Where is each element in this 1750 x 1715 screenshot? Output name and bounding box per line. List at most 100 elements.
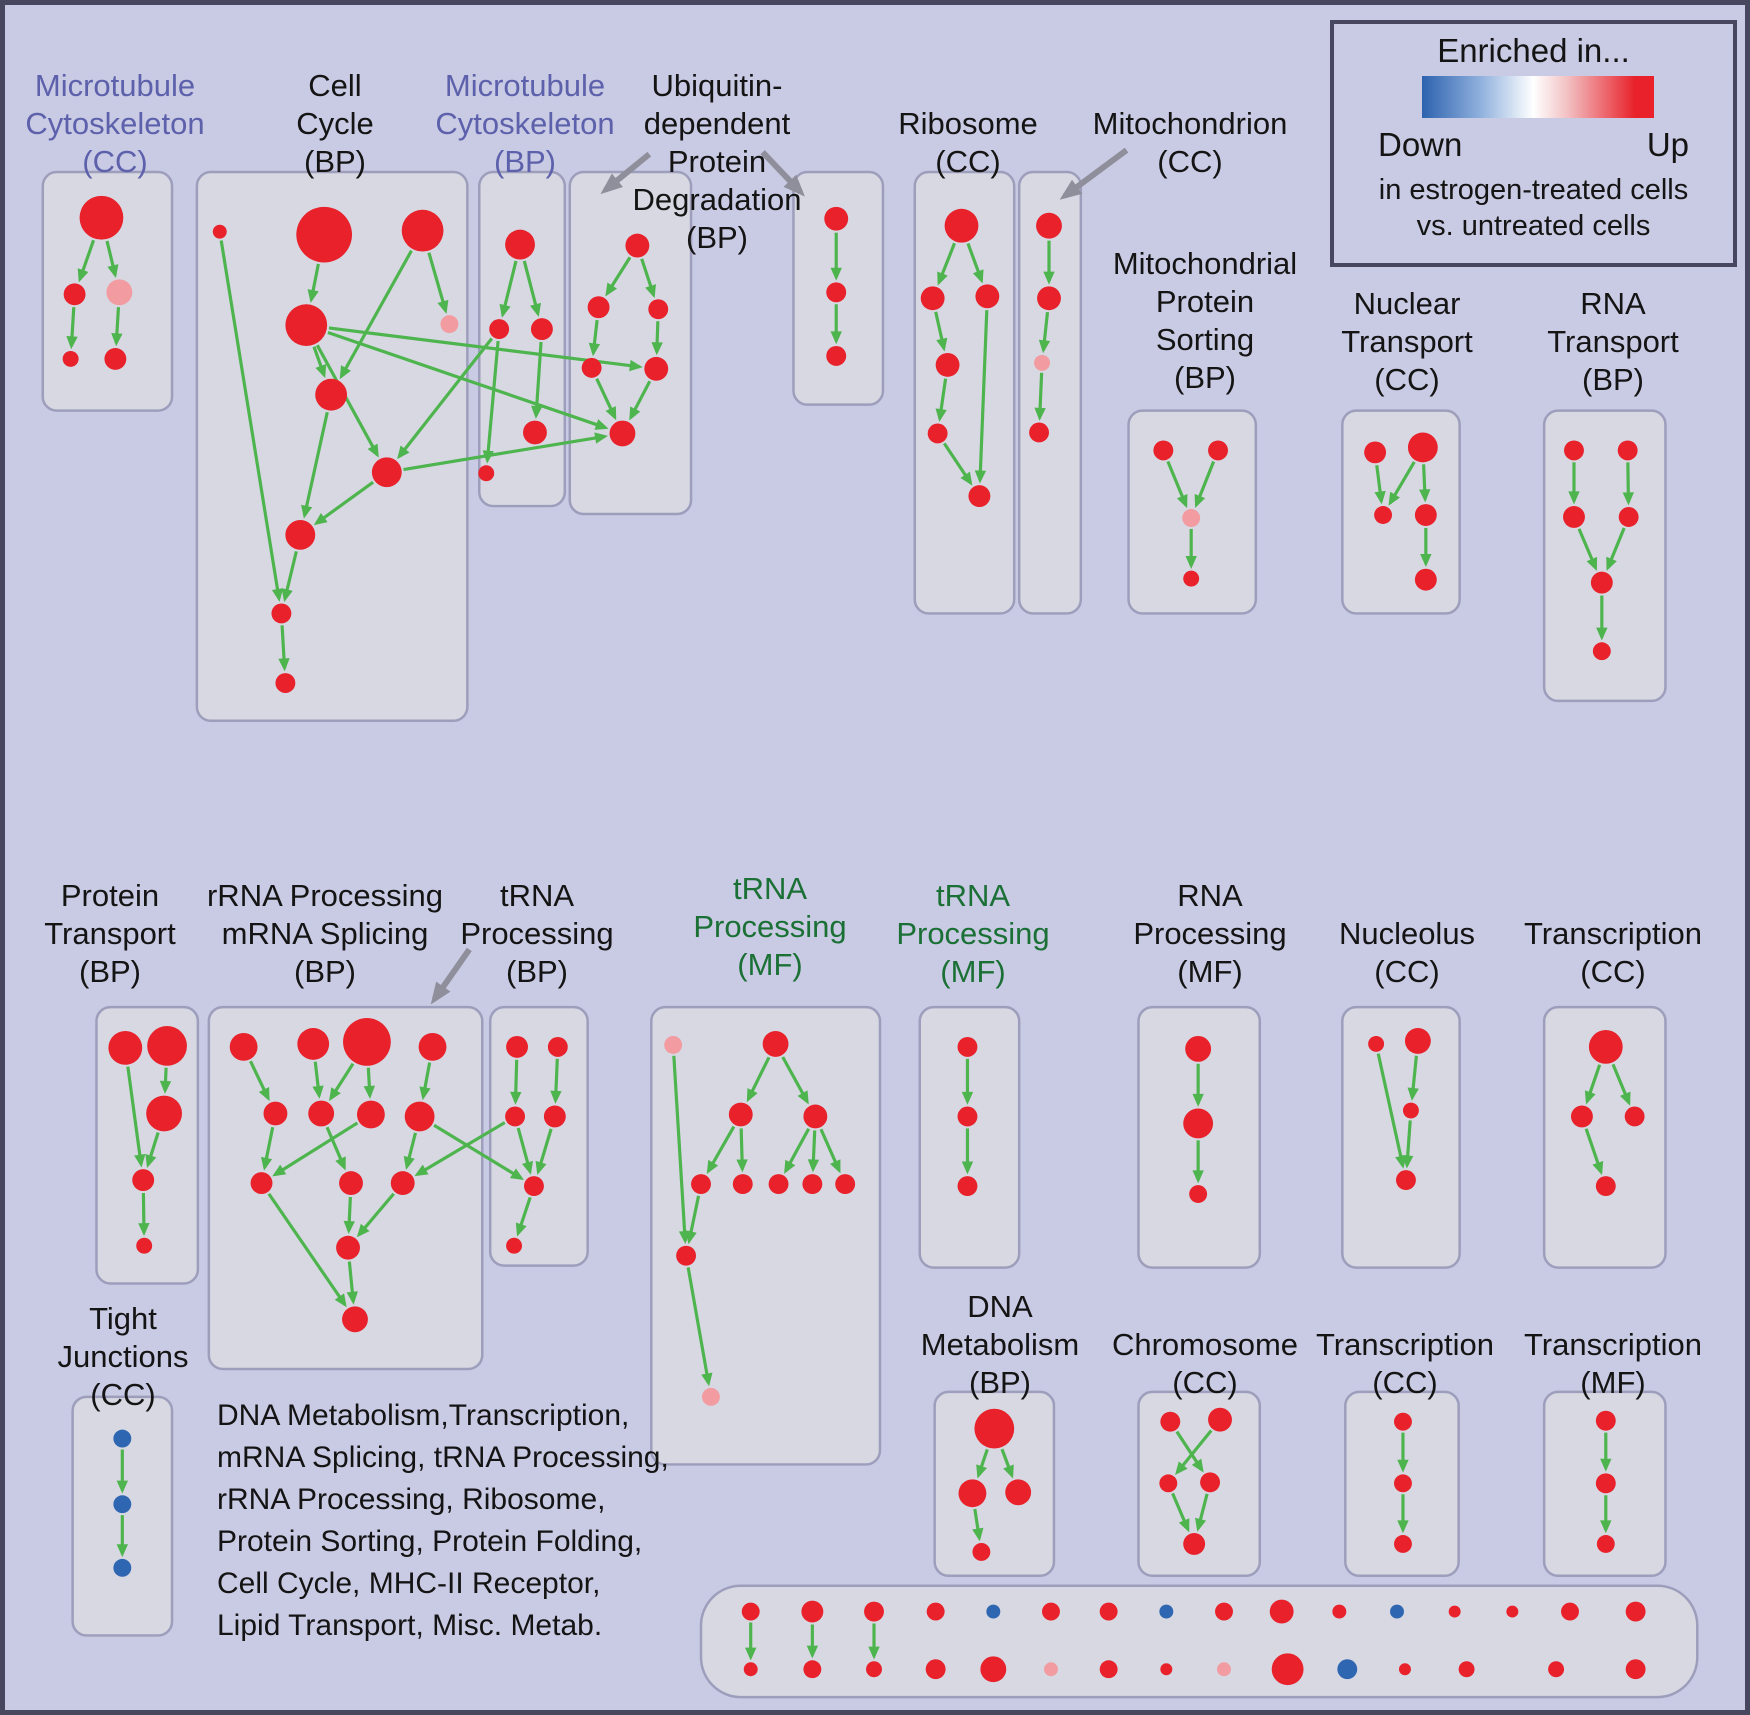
edge-b6-b8 [301,411,329,519]
cluster-box-dna-metabolism [933,1390,1056,1578]
edge-t1-t4 [1175,1430,1204,1473]
edge-n4-n8 [807,1130,820,1173]
edge-c1-c2 [499,260,518,318]
cluster-box-trna-bp [488,1005,589,1267]
misc-line: mRNA Splicing, tRNA Processing, [217,1441,669,1474]
edge-b2-b4 [307,263,320,303]
edge-a2-a4 [66,307,78,350]
node-xb11 [1337,1659,1358,1680]
node-e3 [826,346,847,366]
edge-i2-i3 [1388,461,1416,506]
legend-caption-line1: in estrogen-treated cells [1378,174,1689,206]
label-ribosome: Ribosome(CC) [808,105,1128,181]
node-i1 [1364,441,1387,464]
node-g2 [1037,286,1061,311]
node-h3 [1182,509,1201,527]
node-j1 [1564,440,1584,461]
node-v1 [1595,1410,1616,1431]
node-a1 [79,195,124,240]
node-k5 [136,1237,153,1254]
node-t1 [1160,1411,1181,1432]
node-xt4 [926,1602,945,1621]
label-rna-transport-line: (BP) [1582,362,1644,397]
node-l6 [308,1100,335,1127]
node-h2 [1208,440,1228,461]
edge-l6-l10 [325,1126,346,1171]
edge-c2-c4 [482,340,500,464]
legend-caption-line2: vs. untreated cells [1416,210,1651,242]
label-dna-metabolism-line: (BP) [969,1365,1031,1400]
node-k4 [132,1169,155,1192]
node-h4 [1183,570,1200,587]
edge-b1-b9 [219,240,284,602]
node-a5 [104,347,127,370]
node-w1 [113,1429,132,1448]
node-xt13 [1448,1605,1461,1618]
label-tight-junctions-line: Junctions [57,1339,189,1374]
node-r3 [1624,1106,1645,1127]
node-xb1 [743,1662,758,1677]
node-xt6 [1042,1602,1060,1621]
edge-l11-l12 [356,1192,395,1238]
edge-k4-k5 [138,1193,150,1237]
label-nucleolus-line: Nucleolus [1338,916,1476,951]
node-b6 [315,378,348,411]
node-xt9 [1215,1602,1233,1621]
edge-b3-b6 [339,249,413,380]
node-n5 [691,1174,711,1195]
node-m1 [506,1035,528,1058]
node-n8 [802,1174,823,1195]
edge-d4-d6 [595,377,617,421]
label-protein-transport-line: Transport [44,916,176,951]
edge-s1-s2 [976,1448,989,1479]
edge-k1-k4 [126,1066,146,1168]
edge-m2-m4 [550,1058,562,1104]
edge-c2-b7 [397,337,494,460]
edge-t2-t3 [1175,1429,1213,1476]
node-q4 [1396,1170,1416,1191]
node-l2 [297,1028,330,1060]
label-chromosome-line: (CC) [1172,1365,1238,1400]
node-d6 [609,420,636,447]
edge-f4-f5 [935,378,948,422]
node-xb4 [925,1659,946,1680]
edge-b7-b8 [313,480,375,526]
node-c2 [489,319,510,340]
legend-up-label: Up [1646,126,1689,163]
node-f4 [935,352,960,377]
node-v2 [1595,1473,1616,1494]
edge-a1-a3 [105,240,119,279]
edge-t4-t5 [1195,1493,1209,1532]
node-v3 [1596,1535,1615,1553]
node-s1 [974,1408,1015,1449]
label-nucleolus-line: (CC) [1374,954,1440,989]
edge-n3-n5 [706,1125,736,1174]
label-rna-processing-mf-line: Processing [1133,916,1287,951]
misc-line: rRNA Processing, Ribosome, [217,1483,606,1516]
node-g4 [1029,422,1049,443]
cluster-box-cell-cycle [195,170,469,723]
node-e1 [824,206,849,231]
node-n2 [762,1030,789,1057]
label-ubiquitin-degradation-line: dependent [643,106,791,141]
label-mitochondrial-protein-sorting-line: Mitochondrial [1112,246,1298,281]
node-xb5 [980,1656,1007,1683]
edge-t3-t5 [1171,1492,1190,1533]
node-c4 [478,465,495,482]
label-mitochondrial-protein-sorting-line: Protein [1155,284,1255,319]
edge-a3-a5 [111,307,123,347]
label-transcription-mf-line: (MF) [1580,1365,1646,1400]
node-f6 [968,485,991,508]
label-transcription-mf: Transcription(MF) [1453,1326,1745,1402]
network-diagram [41,147,1699,1699]
label-rna-transport-line: RNA [1580,286,1646,321]
cluster-box-protein-transport [95,1005,200,1285]
edge-l5-l9 [260,1126,275,1171]
node-l8 [404,1101,435,1132]
label-ribosome-line: (CC) [935,144,1001,179]
node-q1 [1368,1035,1385,1052]
node-b10 [275,673,296,693]
label-tight-junctions-line: Tight [89,1301,157,1336]
